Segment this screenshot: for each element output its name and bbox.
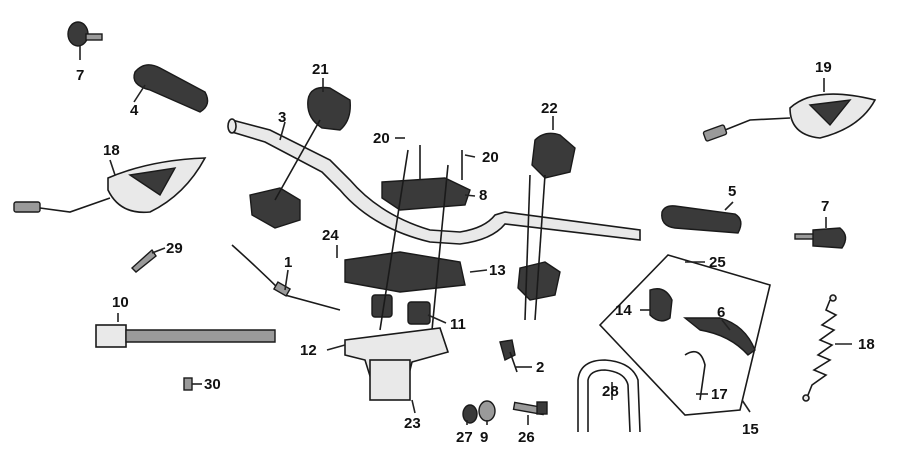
callout-7-right: 7: [821, 198, 829, 215]
screw-29: [130, 248, 157, 273]
grip-left: [133, 64, 209, 113]
callout-3: 3: [278, 109, 286, 126]
switch-housing-right: [517, 132, 576, 321]
handlebar: [227, 118, 641, 245]
callout-20-right: 20: [482, 149, 499, 166]
callout-13: 13: [489, 262, 506, 279]
throttle-cable: [231, 244, 341, 311]
brake-lever: [598, 254, 771, 416]
callout-16: 17: [711, 386, 728, 403]
callout-9: 10: [112, 294, 129, 311]
riser-base: [344, 251, 466, 325]
callout-2: 2: [536, 359, 544, 376]
callout-12: 12: [300, 342, 317, 359]
nut-10: [478, 400, 496, 422]
callout-4: 4: [130, 102, 139, 119]
bolt-2: [499, 339, 518, 373]
callout-8: 8: [479, 187, 487, 204]
callout-27: 27: [456, 429, 473, 446]
callout-labels: 7 4 3 21 20 20 8 22 1 10 13 11 12 23 24 …: [76, 59, 875, 446]
callout-29: 29: [166, 240, 183, 257]
grip-right: [661, 205, 742, 234]
switch-housing-left: [249, 86, 351, 229]
bolt-26: [512, 401, 548, 416]
callout-7: 7: [76, 67, 84, 84]
cable-tie: [95, 324, 276, 348]
clamp-bolts: [379, 145, 463, 331]
callout-6: 6: [717, 304, 725, 321]
callout-20-left: 20: [373, 130, 390, 147]
callout-26: 26: [518, 429, 535, 446]
callout-21: 21: [312, 61, 329, 78]
callout-18: 18: [103, 142, 120, 159]
mirror-right: [702, 93, 877, 142]
callout-24: 24: [322, 227, 339, 244]
callout-25: 25: [709, 254, 726, 271]
callout-1: 1: [284, 254, 292, 271]
nut-27: [462, 404, 478, 424]
callout-15: 15: [742, 421, 759, 438]
lower-bracket: [344, 327, 450, 401]
callout-14: 14: [615, 302, 632, 319]
callout-23: 23: [404, 415, 421, 432]
callout-22: 22: [541, 100, 558, 117]
callout-19: 19: [815, 59, 832, 76]
screw-30: [183, 377, 193, 391]
callout-30: 30: [204, 376, 221, 393]
callout-5: 5: [728, 183, 736, 200]
u-bolt: [577, 359, 641, 433]
callout-10: 9: [480, 429, 488, 446]
spring: [802, 294, 838, 402]
bar-end-right: [794, 227, 847, 249]
bar-end-left: [67, 21, 103, 47]
callout-11: 11: [450, 316, 466, 333]
mirror-left: [13, 157, 207, 214]
callout-17: 18: [858, 336, 875, 353]
leader-lines: [79, 46, 852, 425]
riser-clamp-top: [381, 177, 471, 211]
callout-28: 28: [602, 383, 619, 400]
